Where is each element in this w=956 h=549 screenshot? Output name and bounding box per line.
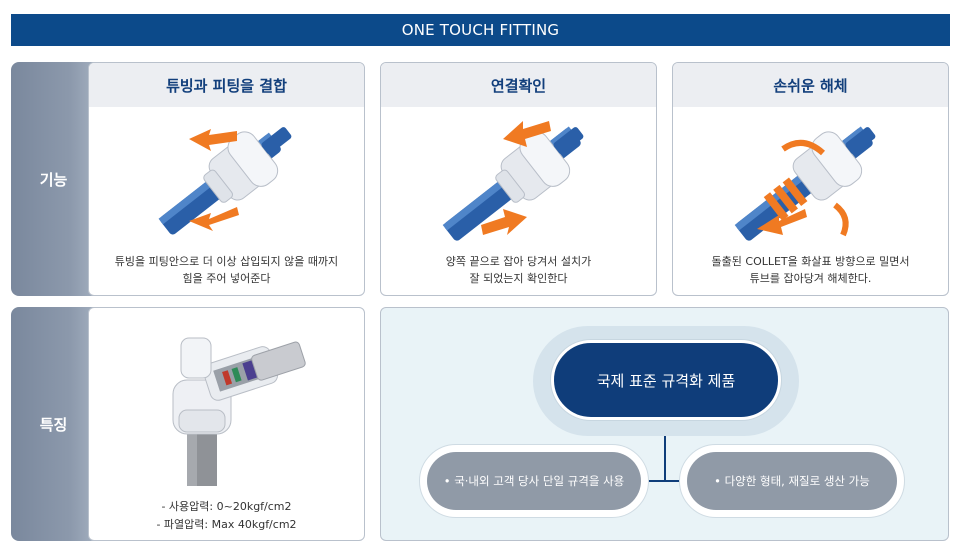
main-feature-text: 국제 표준 규격화 제품 — [596, 371, 736, 390]
card-desc-line: 튜빙을 피팅안으로 더 이상 삽입되지 않을 때까지 — [114, 255, 339, 268]
page-title: ONE TOUCH FITTING — [401, 21, 560, 39]
card-desc-line: 힘을 주어 넣어준다 — [182, 272, 271, 285]
feature-card-spec: - 사용압력: 0~20kgf/cm2 - 파열압력: Max 40kgf/cm… — [88, 307, 365, 541]
feature-panel: 국제 표준 규격화 제품 • 국·내외 고객 당사 단일 규격을 사용 • 다양… — [380, 307, 949, 541]
card-desc-line: 튜브를 잡아당겨 해체한다. — [749, 272, 872, 285]
card-title: 손쉬운 해체 — [673, 63, 948, 107]
function-card-verify: 연결확인 양쪽 끝으로 잡아 당겨서 설치가 잘 되었는지 확인한다 — [380, 62, 657, 296]
function-card-connect: 튜빙과 피팅을 결합 튜빙을 피팅안으로 더 이상 삽입되지 않을 때까지 힘을… — [88, 62, 365, 296]
connector-horizontal — [639, 480, 691, 482]
row-label-function: 기능 — [11, 62, 96, 296]
card-desc-line: 잘 되었는지 확인한다 — [469, 272, 568, 285]
row-label-feature: 특징 — [11, 307, 96, 541]
connector-vertical — [664, 426, 666, 482]
left-feature-text: • 국·내외 고객 당사 단일 규격을 사용 — [443, 474, 625, 488]
card-title: 튜빙과 피팅을 결합 — [89, 63, 364, 107]
elbow-fitting-illustration — [172, 337, 306, 486]
spec-burst-pressure: - 파열압력: Max 40kgf/cm2 — [156, 518, 297, 531]
fitting-release-illustration — [734, 126, 876, 241]
fitting-check-illustration — [442, 121, 584, 241]
page-header: ONE TOUCH FITTING — [11, 14, 950, 46]
card-title: 연결확인 — [381, 63, 656, 107]
row-label-function-text: 기능 — [39, 170, 68, 189]
card-desc-line: 돌출된 COLLET을 화살표 방향으로 밀면서 — [711, 255, 910, 268]
spec-operating-pressure: - 사용압력: 0~20kgf/cm2 — [161, 500, 292, 513]
right-feature-pill: • 다양한 형태, 재질로 생산 가능 — [687, 452, 897, 510]
card-desc-line: 양쪽 끝으로 잡아 당겨서 설치가 — [445, 255, 592, 268]
left-feature-pill: • 국·내외 고객 당사 단일 규격을 사용 — [427, 452, 641, 510]
fitting-insert-illustration — [158, 127, 292, 235]
main-feature-pill: 국제 표준 규격화 제품 — [551, 340, 781, 420]
row-label-feature-text: 특징 — [39, 415, 68, 434]
function-card-release: 손쉬운 해체 돌출된 COLLET을 화살표 방향으로 밀면서 튜브를 잡아당겨… — [672, 62, 949, 296]
right-feature-text: • 다양한 형태, 재질로 생산 가능 — [714, 474, 870, 488]
